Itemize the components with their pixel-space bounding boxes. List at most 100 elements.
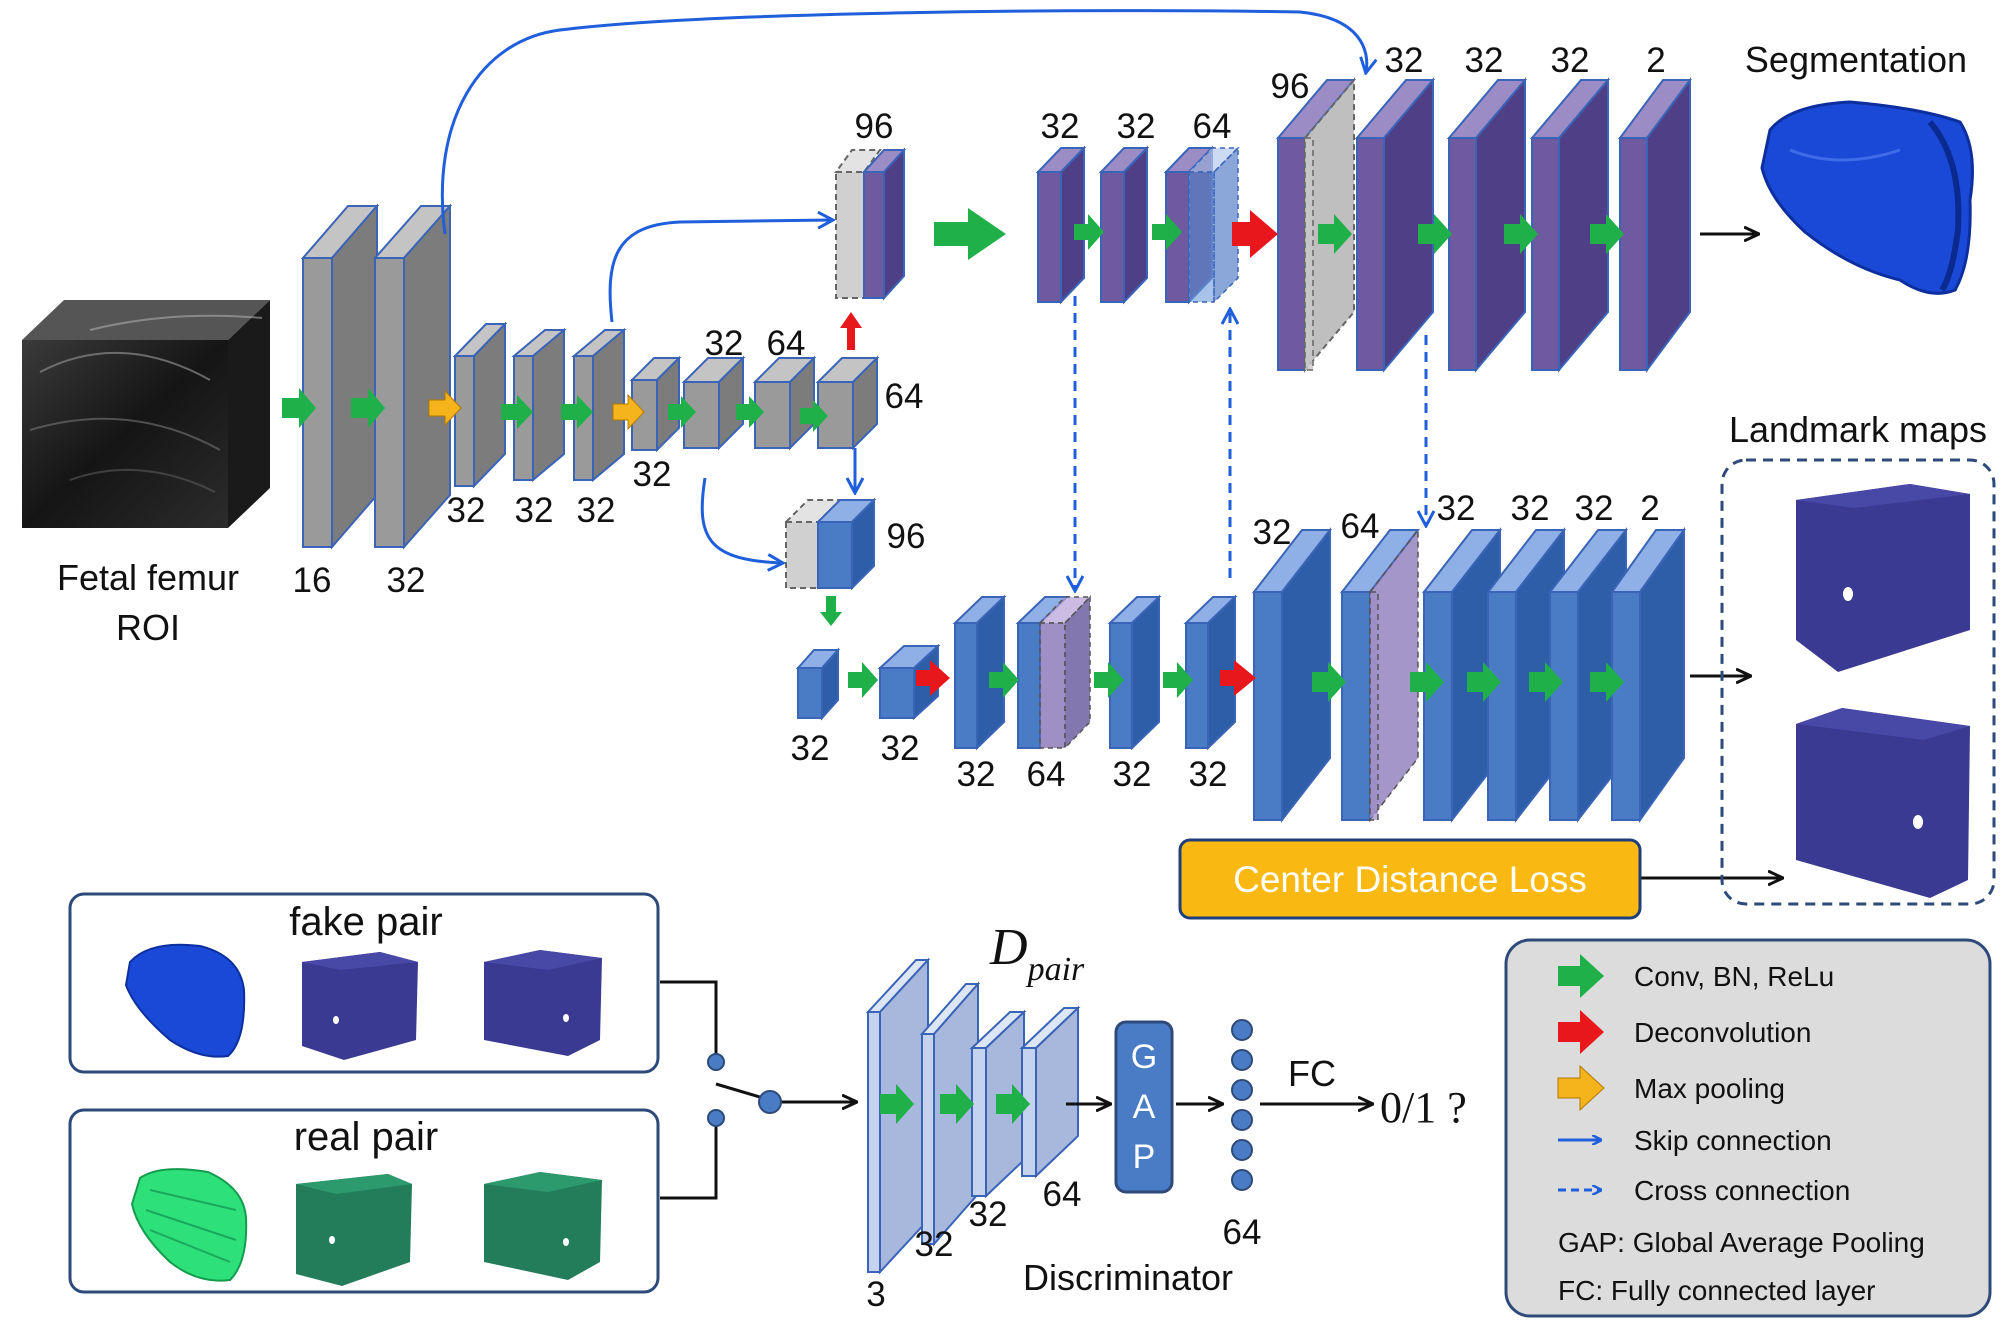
legend-label-deconv: Deconvolution <box>1634 1017 1811 1048</box>
fake-pair-box <box>68 892 660 1074</box>
seg-block-32a <box>1035 145 1087 305</box>
landmark-maps-box <box>1720 458 1996 906</box>
ch-lm-32g: 32 <box>1437 489 1476 528</box>
ch-lm-32c: 32 <box>957 755 996 794</box>
ch-top-96: 96 <box>855 107 894 146</box>
ch-seg-96: 96 <box>1271 67 1310 106</box>
seg-block-2 <box>1618 76 1692 374</box>
center-distance-loss-label: Center Distance Loss <box>1233 859 1587 900</box>
fake-pair-label: fake pair <box>289 900 442 944</box>
switch-nodes <box>707 1053 782 1127</box>
center-distance-loss-box <box>1178 838 1642 920</box>
ch-seg-32c: 32 <box>1385 41 1424 80</box>
red-arrow-icon <box>1558 1010 1604 1054</box>
ch-seg-32d: 32 <box>1465 41 1504 80</box>
ch-enc-32a: 32 <box>387 561 426 600</box>
lm-block-32f <box>1251 527 1333 823</box>
conv-arrows <box>282 208 1624 702</box>
ch-seg-64: 64 <box>1193 107 1232 146</box>
ch-lm-32i: 32 <box>1575 489 1614 528</box>
ch-lm-64b: 64 <box>1341 507 1380 546</box>
d-pair-symbol: Dpair <box>989 919 1085 988</box>
pair-switch <box>660 980 856 1200</box>
seg-block-96 <box>1275 77 1357 373</box>
gap-letter-p: P <box>1133 1138 1156 1176</box>
ch-enc-32d: 32 <box>577 491 616 530</box>
disc-block-64 <box>1019 1005 1081 1179</box>
encoder-block-64b <box>815 355 880 451</box>
seg-block-32c <box>1354 77 1436 373</box>
fc-label: FC <box>1288 1053 1336 1094</box>
ch-enc-64a: 64 <box>767 324 806 363</box>
top-concat-block <box>834 147 907 301</box>
ch-disc-32b: 32 <box>969 1195 1008 1234</box>
cross-connections <box>1075 296 1426 590</box>
lm-block-64b <box>1339 527 1421 823</box>
ch-fc-64: 64 <box>1223 1213 1262 1252</box>
segmentation-mesh <box>1760 100 1974 295</box>
lm-block-64a <box>1015 595 1092 750</box>
ch-lm-32h: 32 <box>1511 489 1550 528</box>
disc-conv-arrows <box>880 1084 1030 1124</box>
legend-label-skip: Skip connection <box>1634 1125 1832 1156</box>
gap-letter-a: A <box>1133 1088 1156 1126</box>
output-arrows <box>1640 234 1782 878</box>
input-label-line2: ROI <box>116 607 180 648</box>
seg-block-32e <box>1529 77 1611 373</box>
real-pair-label: real pair <box>294 1115 439 1159</box>
ch-seg-32e: 32 <box>1551 41 1590 80</box>
encoder-block-32b <box>452 321 508 489</box>
ch-lm-32f: 32 <box>1253 513 1292 552</box>
ch-seg-32a: 32 <box>1041 107 1080 146</box>
input-volume <box>22 300 270 528</box>
legend-label-pool: Max pooling <box>1634 1073 1785 1104</box>
ch-enc-32b: 32 <box>447 491 486 530</box>
ch-lm-64a: 64 <box>1027 755 1066 794</box>
encoder-block-16 <box>300 203 380 550</box>
encoder-block-64a <box>752 355 817 451</box>
segmentation-decoder <box>1035 76 1692 374</box>
ch-lm-32a: 32 <box>791 729 830 768</box>
ch-enc-32e: 32 <box>633 455 672 494</box>
skip-connections <box>440 9 1366 563</box>
input-label-line1: Fetal femur <box>57 557 239 598</box>
gap-box <box>1114 1020 1174 1194</box>
gap-letter-g: G <box>1131 1038 1157 1076</box>
legend-box <box>1504 938 1992 1318</box>
legend-label-cross: Cross connection <box>1634 1175 1850 1206</box>
legend-note-fc: FC: Fully connected layer <box>1558 1275 1875 1306</box>
ch-lm-32b: 32 <box>881 729 920 768</box>
seg-block-32d <box>1446 77 1528 373</box>
disc-block-32b <box>969 1009 1027 1199</box>
encoder-block-32f <box>681 355 746 451</box>
ch-enc-32f: 32 <box>705 324 744 363</box>
real-pair-box <box>68 1108 660 1294</box>
d-pair-subscript: pair <box>1026 951 1085 988</box>
ch-enc-64b: 64 <box>885 377 924 416</box>
seg-block-64 <box>1163 145 1240 305</box>
legend-label-conv: Conv, BN, ReLu <box>1634 961 1834 992</box>
disc-block-3 <box>865 957 931 1275</box>
landmark-maps-title: Landmark maps <box>1729 409 1987 450</box>
channel-labels: 16 32 32 32 32 32 32 64 64 96 96 32 32 6… <box>293 41 1666 1314</box>
lm-block-2 <box>1610 526 1686 824</box>
ch-mid-96: 96 <box>887 517 926 556</box>
ch-disc-3: 3 <box>866 1275 885 1314</box>
ch-seg-2: 2 <box>1646 41 1665 80</box>
ch-disc-32a: 32 <box>915 1225 954 1264</box>
green-arrow-icon <box>1558 954 1604 998</box>
pool-arrows <box>428 389 645 431</box>
landmark-map-1 <box>1796 484 1970 672</box>
fc-nodes <box>1231 1019 1253 1191</box>
legend-note-gap: GAP: Global Average Pooling <box>1558 1227 1925 1258</box>
discriminator-label: Discriminator <box>1023 1257 1233 1298</box>
ch-lm-32e: 32 <box>1189 755 1228 794</box>
ch-lm-2: 2 <box>1640 489 1659 528</box>
seg-block-32b <box>1098 145 1150 305</box>
segmentation-title: Segmentation <box>1745 39 1967 80</box>
disc-output: 0/1 ? <box>1380 1083 1467 1132</box>
encoder-block-32d <box>571 327 627 483</box>
deconv-arrows <box>840 210 1278 696</box>
lm-block-32d <box>1107 594 1162 751</box>
